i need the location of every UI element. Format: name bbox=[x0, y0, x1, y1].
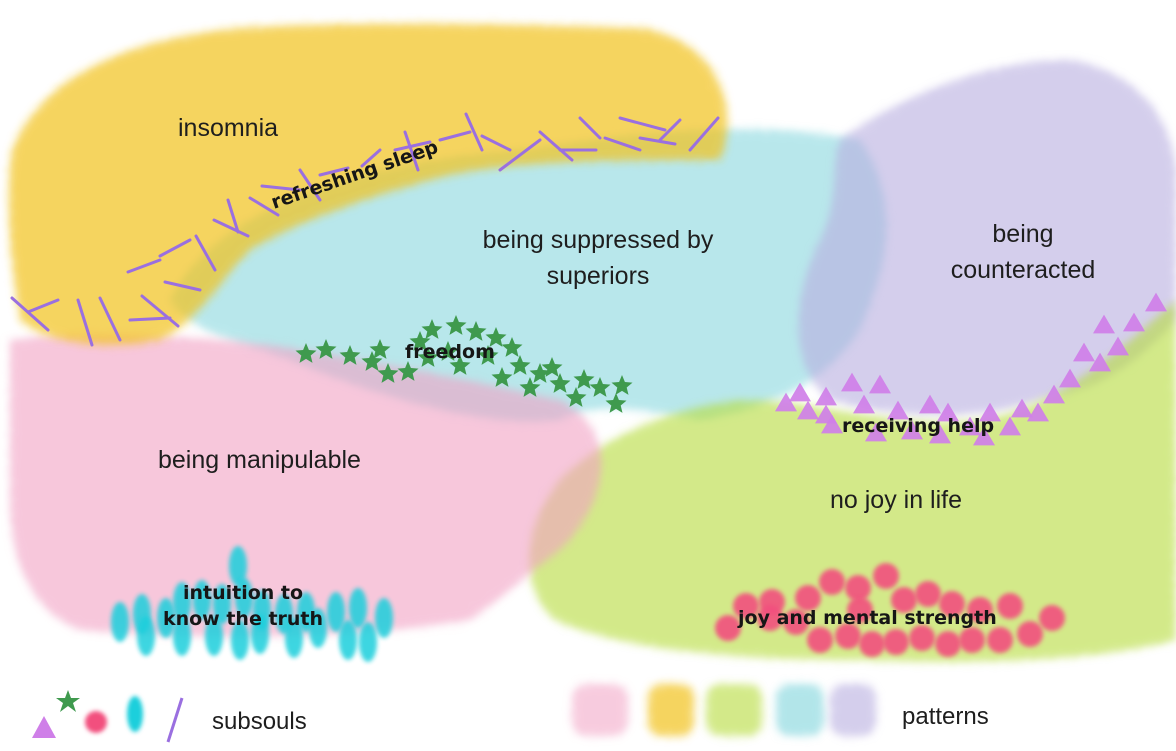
legend-swatch-lavender bbox=[830, 684, 876, 736]
subsoul-label-joy: joy and mental strength bbox=[738, 606, 997, 632]
subsoul-circle-mark bbox=[883, 629, 909, 655]
subsoul-label-intuition: intuition to know the truth bbox=[158, 581, 328, 632]
legend-line-icon bbox=[168, 698, 182, 742]
pattern-label-no-joy: no joy in life bbox=[830, 482, 962, 518]
legend-subsouls-label: subsouls bbox=[212, 705, 307, 740]
subsoul-circle-mark bbox=[819, 569, 845, 595]
subsoul-circle-mark bbox=[859, 631, 885, 657]
subsoul-line-mark bbox=[130, 318, 170, 320]
pattern-label-insomnia: insomnia bbox=[178, 110, 278, 146]
legend-triangle-icon bbox=[32, 716, 56, 738]
subsoul-circle-mark bbox=[1017, 621, 1043, 647]
subsoul-label-receiving-help: receiving help bbox=[842, 414, 994, 440]
pattern-label-counteracted: being counteracted bbox=[948, 216, 1098, 289]
subsoul-label-freedom: freedom bbox=[405, 340, 495, 366]
legend-subsouls-icons bbox=[32, 690, 182, 742]
pattern-label-suppressed: being suppressed by superiors bbox=[470, 222, 726, 295]
subsoul-ellipse-mark bbox=[359, 622, 377, 662]
legend-swatch-yellow bbox=[648, 684, 694, 736]
subsoul-circle-mark bbox=[997, 593, 1023, 619]
legend-swatch-green bbox=[706, 684, 762, 736]
legend-patterns-swatches bbox=[572, 684, 876, 736]
legend-swatch-cyan bbox=[776, 684, 824, 736]
subsoul-ellipse-mark bbox=[339, 620, 357, 660]
subsoul-ellipse-mark bbox=[137, 616, 155, 656]
subsoul-circle-mark bbox=[915, 581, 941, 607]
subsoul-circle-mark bbox=[935, 631, 961, 657]
legend-ellipse-icon bbox=[127, 696, 143, 732]
pattern-label-manipulable: being manipulable bbox=[158, 442, 361, 478]
subsoul-circle-mark bbox=[873, 563, 899, 589]
subsoul-ellipse-mark bbox=[111, 602, 129, 642]
legend-patterns-label: patterns bbox=[902, 700, 989, 735]
subsoul-ellipse-mark bbox=[375, 598, 393, 638]
legend-swatch-pink bbox=[572, 684, 628, 736]
legend-star-icon bbox=[56, 690, 80, 712]
legend-circle-icon bbox=[85, 711, 107, 733]
subsoul-circle-mark bbox=[845, 575, 871, 601]
subsoul-circle-mark bbox=[1039, 605, 1065, 631]
